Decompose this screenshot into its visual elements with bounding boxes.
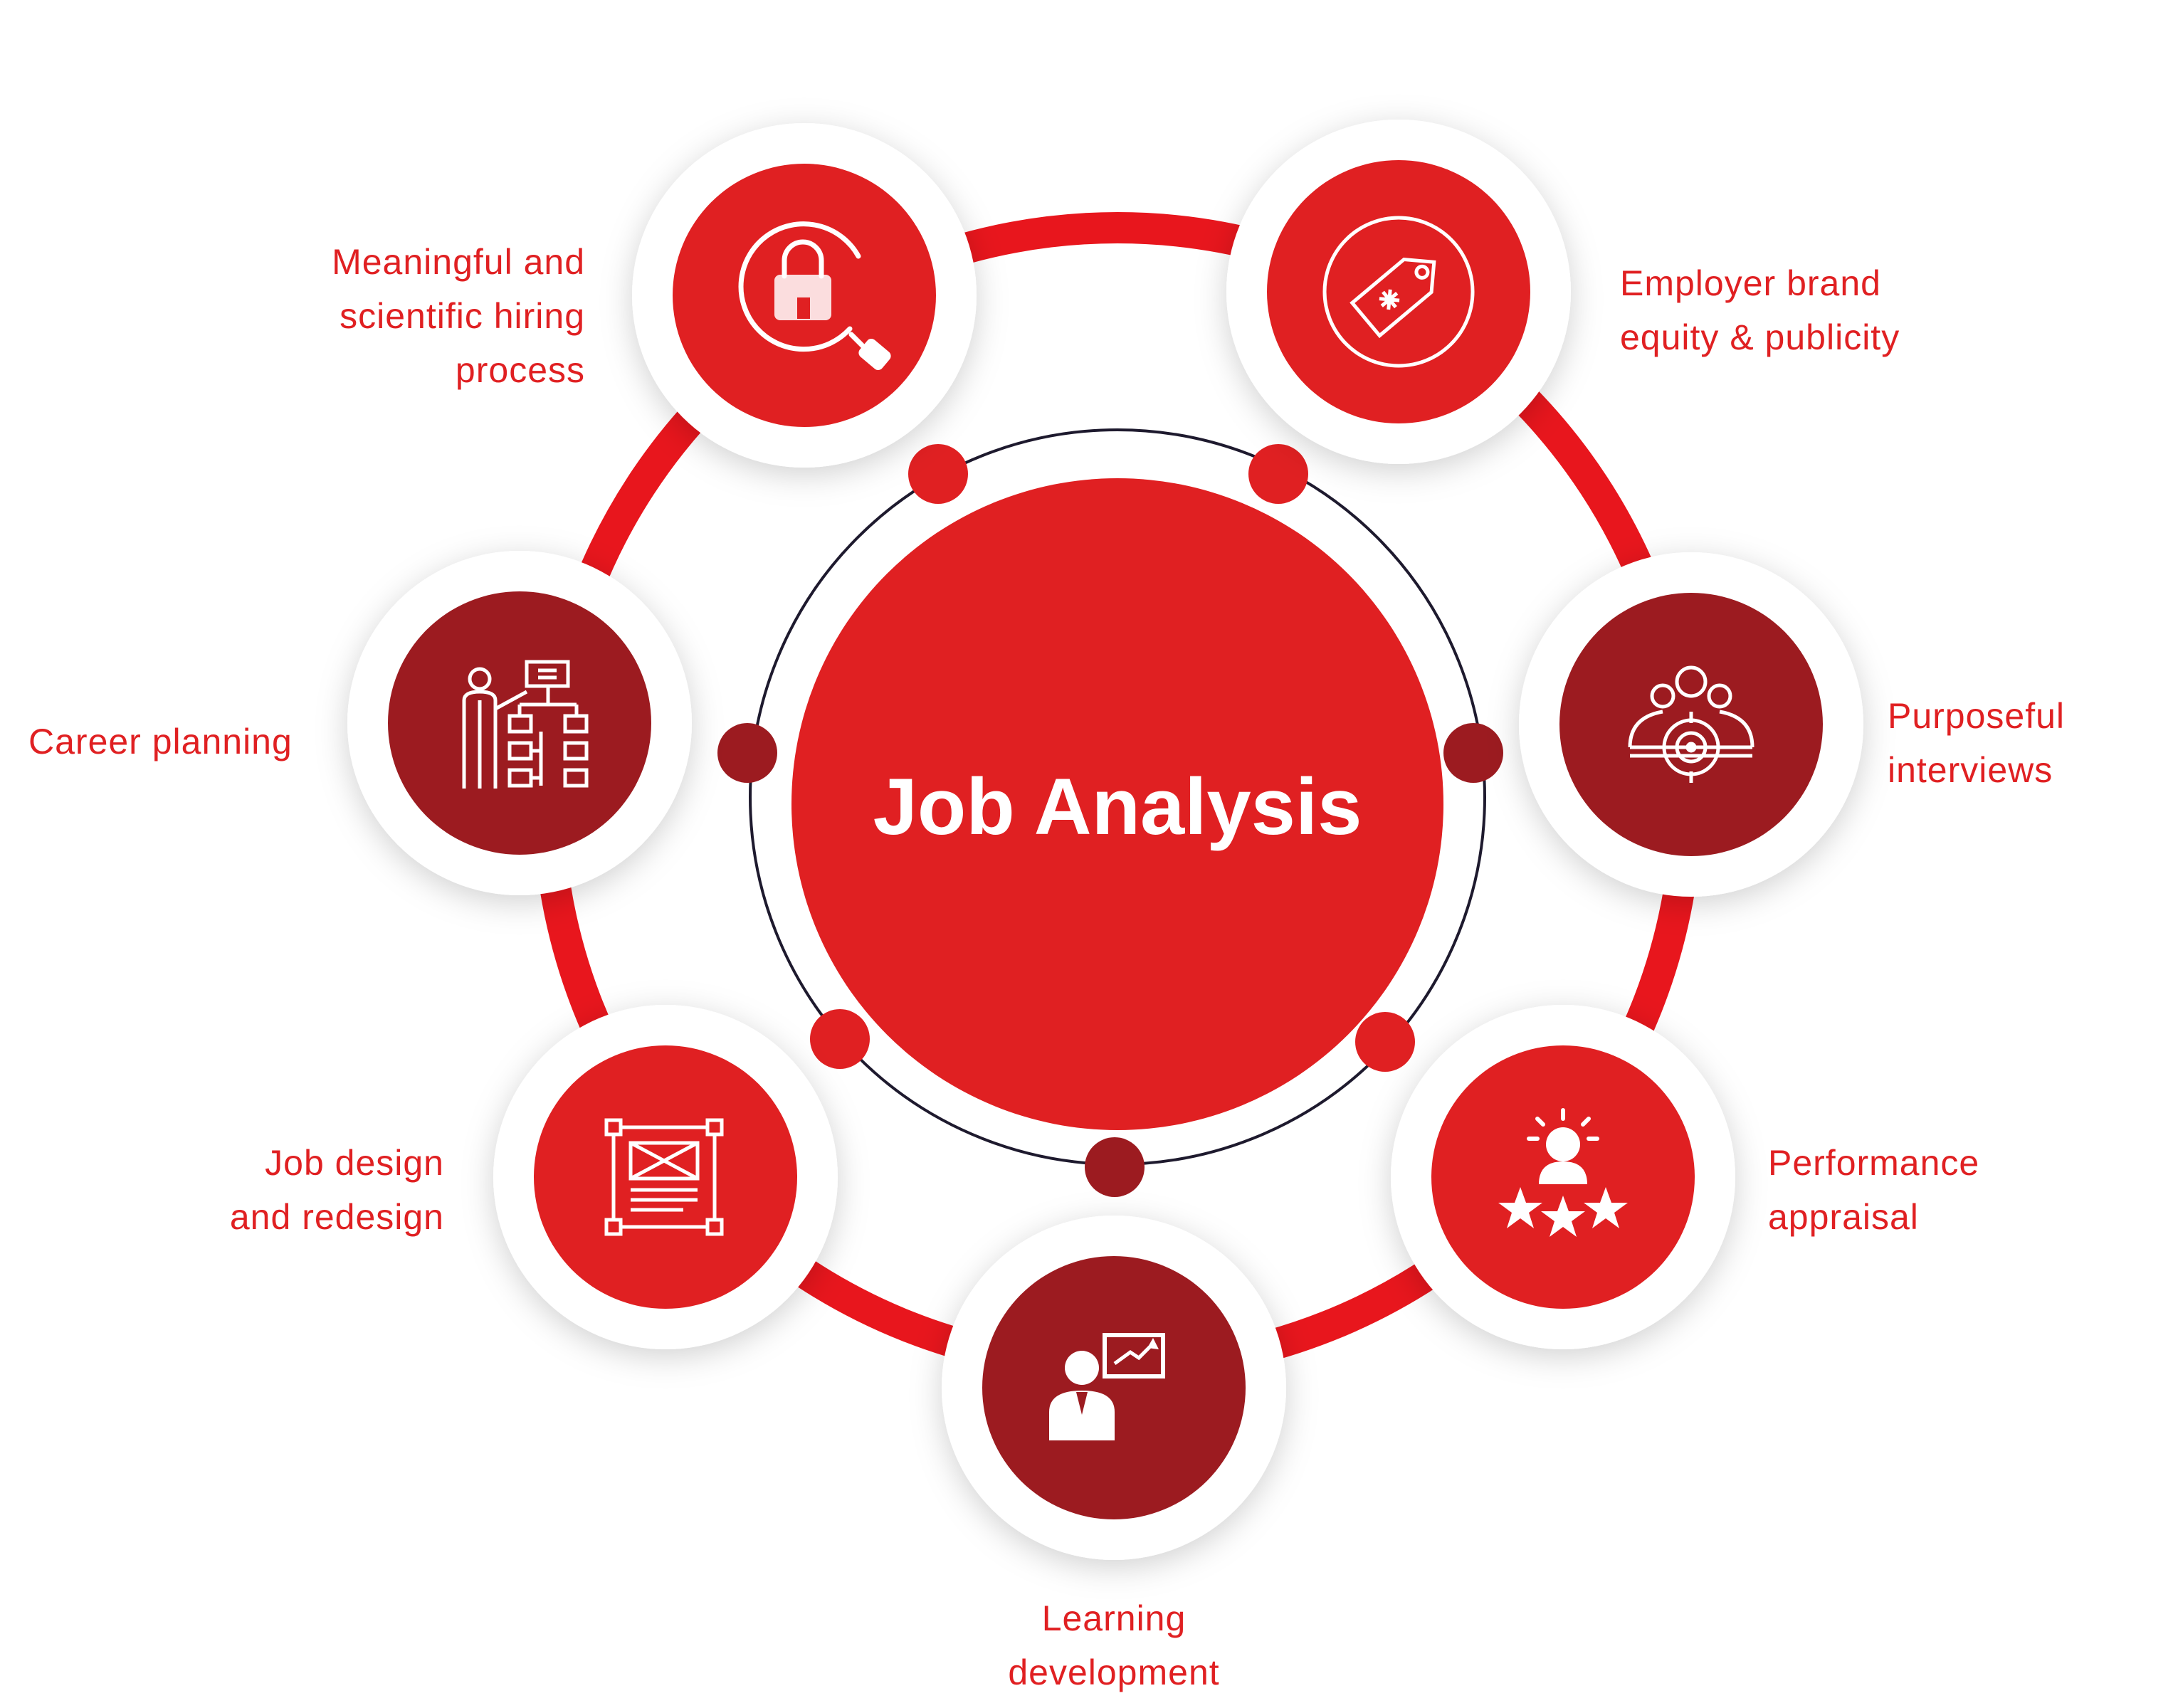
node-disc <box>982 1256 1246 1519</box>
label-line: process <box>455 350 585 390</box>
node-disc <box>1267 160 1530 423</box>
node-performance <box>1391 1005 1735 1349</box>
label-career: Career planning <box>28 715 293 769</box>
label-line: Performance <box>1768 1143 1980 1183</box>
ring-dot <box>1355 1012 1415 1072</box>
label-line: Job design <box>265 1143 444 1183</box>
label-jobdesign: Job design and redesign <box>230 1136 444 1244</box>
node-learning <box>942 1216 1286 1560</box>
node-hiring <box>632 123 977 468</box>
node-disc <box>388 591 651 855</box>
label-hiring: Meaningful and scientific hiring process <box>332 235 585 397</box>
label-line: Meaningful and <box>332 242 585 282</box>
label-employer: Employer brand equity & publicity <box>1620 256 1900 364</box>
ring-dot <box>1248 444 1308 504</box>
node-jobdesign <box>493 1005 838 1349</box>
inner-ring-dots <box>717 444 1503 1197</box>
node-disc <box>1559 593 1823 856</box>
ring-dot <box>810 1009 870 1069</box>
label-line: Employer brand <box>1620 263 1881 303</box>
center-title: Job Analysis <box>873 762 1362 851</box>
label-learning: Learning development <box>900 1591 1327 1699</box>
node-interviews <box>1519 552 1863 897</box>
person-stars-icon <box>1498 1108 1628 1237</box>
node-employer <box>1226 120 1571 464</box>
label-line: Learning <box>1041 1598 1187 1638</box>
label-line: Career planning <box>28 722 293 761</box>
center-circle <box>791 478 1443 1130</box>
label-line: interviews <box>1888 750 2053 790</box>
label-interviews: Purposeful interviews <box>1888 689 2065 797</box>
layout-wireframe-icon <box>604 1118 724 1236</box>
label-line: development <box>1008 1652 1220 1692</box>
ring-dot <box>1443 723 1503 783</box>
presenter-board-icon <box>1049 1333 1165 1440</box>
label-line: equity & publicity <box>1620 317 1900 357</box>
target-group-icon <box>1628 665 1754 783</box>
presenter-org-chart-icon <box>462 660 589 789</box>
ring-dot <box>908 444 968 504</box>
label-line: and redesign <box>229 1197 444 1237</box>
node-career <box>347 551 692 895</box>
ring-dot <box>717 723 777 783</box>
ring-dot <box>1085 1137 1145 1197</box>
label-line: appraisal <box>1768 1197 1919 1237</box>
label-line: Purposeful <box>1888 696 2066 736</box>
label-line: scientific hiring <box>340 296 585 336</box>
price-tag-icon <box>1322 216 1475 368</box>
magnifier-user-icon <box>738 221 891 370</box>
label-performance: Performance appraisal <box>1768 1136 1979 1244</box>
